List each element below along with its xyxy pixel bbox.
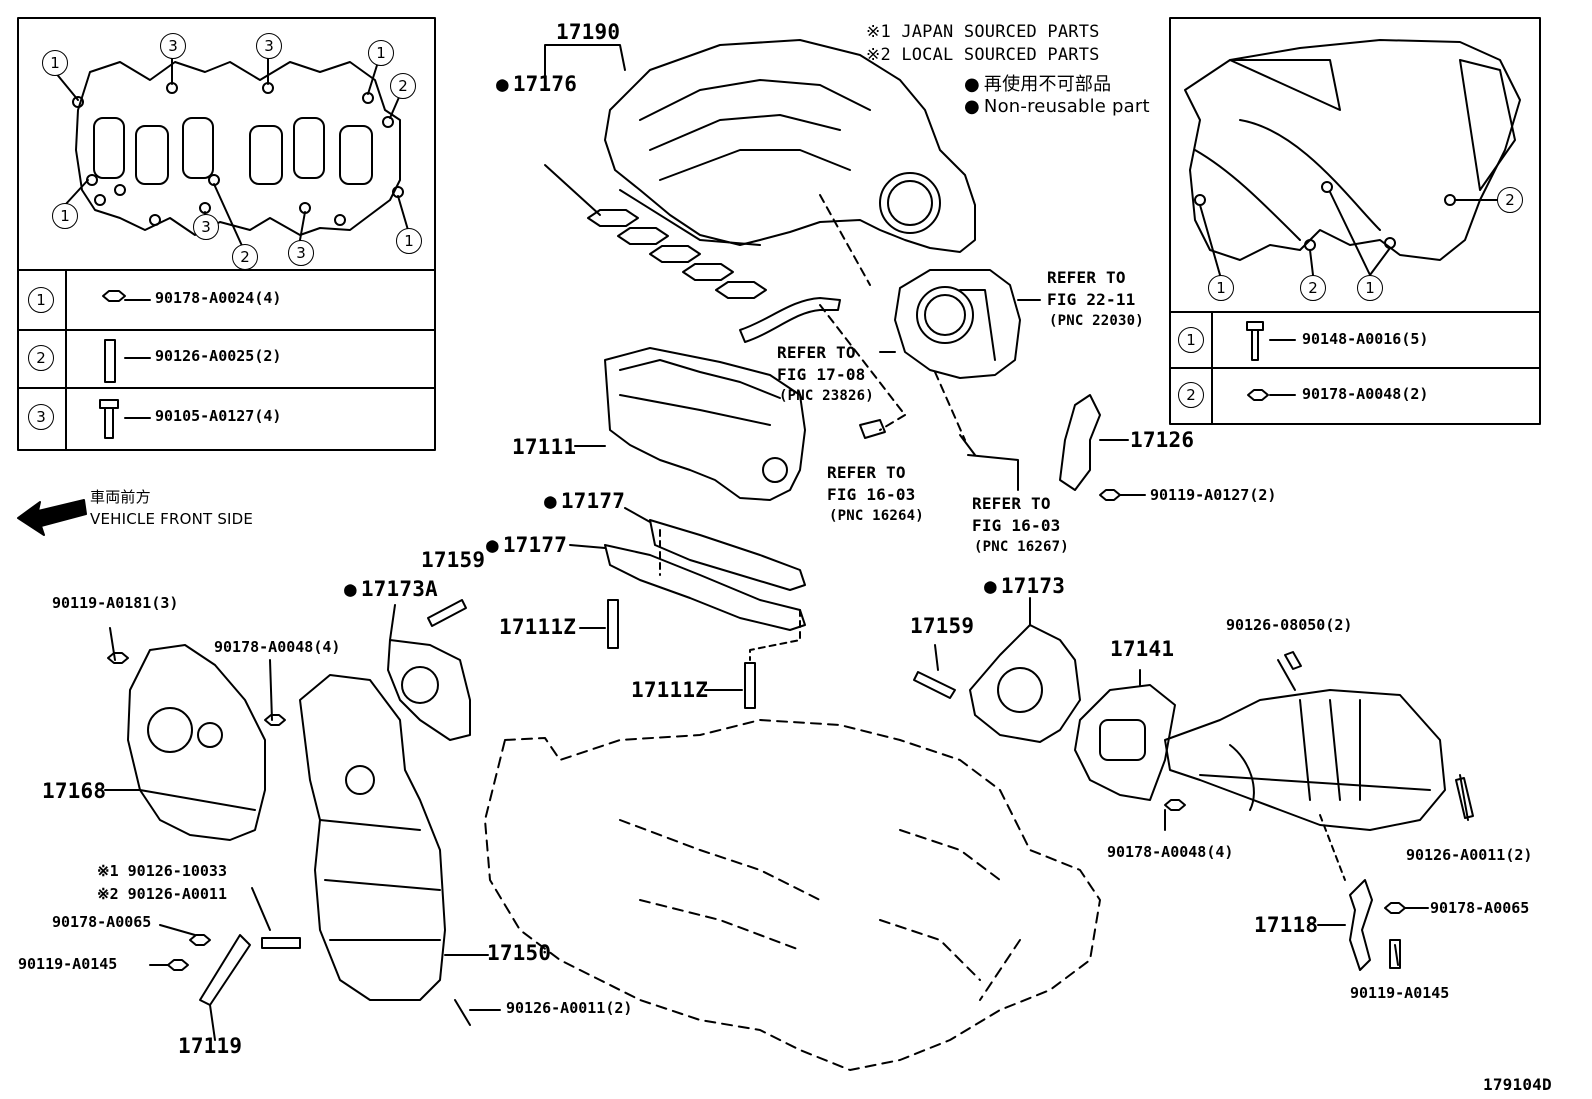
callout-2: 2 — [390, 73, 416, 99]
table-right-part: 90178-A0048(2) — [1302, 385, 1429, 403]
fastener-label: ※2 90126-A0011 — [97, 885, 227, 903]
intake-manifold-inset-drawing — [1169, 17, 1541, 425]
front-label-jp: 車両前方 — [90, 488, 151, 506]
callout-1: 1 — [52, 203, 78, 229]
diagram-id: 179104D — [1483, 1075, 1552, 1094]
label-17126: 17126 — [1130, 428, 1195, 452]
table-left-num: 2 — [28, 345, 54, 371]
table-left-part: 90178-A0024(4) — [155, 289, 282, 307]
refer-line2: FIG 17-08 — [777, 365, 866, 384]
intake-gasket-inset-drawing — [17, 17, 436, 451]
refer-line2: FIG 16-03 — [972, 516, 1061, 535]
fastener-label: 90126-08050(2) — [1226, 616, 1353, 634]
throttle-body-drawing — [879, 269, 1041, 456]
callout-2: 2 — [1300, 275, 1326, 301]
fastener-label: 90178-A0048(4) — [1107, 843, 1234, 861]
label-17119: 17119 — [178, 1034, 243, 1058]
label-17111z: 17111Z — [499, 615, 577, 639]
refer-pnc: (PNC 23826) — [779, 388, 874, 404]
refer-pnc: (PNC 16267) — [974, 539, 1069, 555]
table-left-part: 90126-A0025(2) — [155, 347, 282, 365]
refer-pnc: (PNC 16264) — [829, 508, 924, 524]
table-right-num: 1 — [1178, 327, 1204, 353]
refer-line1: REFER TO — [777, 343, 856, 362]
label-17118: 17118 — [1254, 913, 1319, 937]
label-17173: 17173 — [984, 574, 1065, 598]
fastener-label: 90178-A0048(4) — [214, 638, 341, 656]
label-17150: 17150 — [487, 941, 552, 965]
fastener-label: 90119-A0127(2) — [1150, 486, 1277, 504]
callout-3: 3 — [193, 214, 219, 240]
fastener-label: 90178-A0065 — [52, 913, 152, 931]
label-17141: 17141 — [1110, 637, 1175, 661]
front-arrow-icon — [17, 499, 87, 536]
label-17111: 17111 — [512, 435, 577, 459]
gasket-17177-drawing — [569, 507, 806, 709]
label-17177: 17177 — [486, 533, 567, 557]
intake-manifold-upper-drawing — [544, 39, 976, 299]
callout-3: 3 — [160, 33, 186, 59]
refer-line1: REFER TO — [827, 463, 906, 482]
refer-line1: REFER TO — [1047, 268, 1126, 287]
exhaust-left-drawing — [104, 599, 501, 1041]
legend-nonreusable-jp: 再使用不可部品 — [964, 70, 1111, 96]
fastener-label: 90119-A0181(3) — [52, 594, 179, 612]
label-17159: 17159 — [910, 614, 975, 638]
callout-1: 1 — [42, 50, 68, 76]
callout-3: 3 — [256, 33, 282, 59]
refer-pnc: (PNC 22030) — [1049, 313, 1144, 329]
exhaust-right-drawing — [913, 394, 1474, 971]
callout-1: 1 — [1208, 275, 1234, 301]
table-left-part: 90105-A0127(4) — [155, 407, 282, 425]
label-17159: 17159 — [421, 548, 486, 572]
fastener-label: 90119-A0145 — [1350, 984, 1450, 1002]
label-17168: 17168 — [42, 779, 107, 803]
callout-1: 1 — [396, 228, 422, 254]
label-17190: 17190 — [556, 20, 621, 44]
intake-manifold-lower-drawing — [574, 347, 806, 501]
callout-1: 1 — [1357, 275, 1383, 301]
table-right-part: 90148-A0016(5) — [1302, 330, 1429, 348]
callout-1: 1 — [368, 40, 394, 66]
label-17176: 17176 — [496, 72, 577, 96]
refer-line2: FIG 16-03 — [827, 485, 916, 504]
label-17173a: 17173A — [344, 577, 438, 601]
engine-outline-drawing — [484, 719, 1101, 1071]
label-17111z: 17111Z — [631, 678, 709, 702]
legend-local-sourced: ※2 LOCAL SOURCED PARTS — [866, 45, 1100, 65]
fastener-label: 90126-A0011(2) — [506, 999, 633, 1017]
callout-2: 2 — [1497, 187, 1523, 213]
hose-drawing — [739, 297, 1019, 491]
fastener-label: 90126-A0011(2) — [1406, 846, 1533, 864]
legend-japan-sourced: ※1 JAPAN SOURCED PARTS — [866, 22, 1100, 42]
front-label-en: VEHICLE FRONT SIDE — [90, 510, 254, 528]
callout-3: 3 — [288, 240, 314, 266]
table-left-num: 1 — [28, 287, 54, 313]
refer-line2: FIG 22-11 — [1047, 290, 1136, 309]
callout-2: 2 — [232, 244, 258, 270]
fastener-label: ※1 90126-10033 — [97, 862, 227, 880]
fastener-label: 90119-A0145 — [18, 955, 118, 973]
table-right-num: 2 — [1178, 382, 1204, 408]
legend-nonreusable-en: Non-reusable part — [964, 96, 1150, 117]
fastener-label: 90178-A0065 — [1430, 899, 1530, 917]
table-left-num: 3 — [28, 404, 54, 430]
refer-line1: REFER TO — [972, 494, 1051, 513]
label-17177: 17177 — [544, 489, 625, 513]
